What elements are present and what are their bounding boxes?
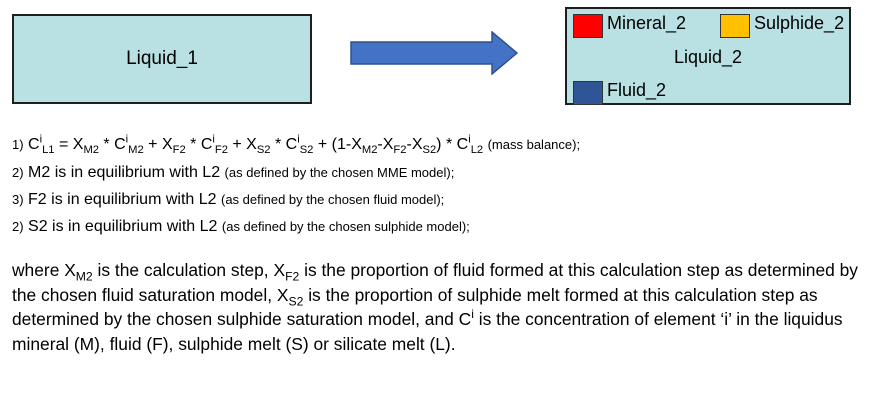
liquid-1-box: Liquid_1	[12, 14, 312, 104]
variable-definitions-paragraph: where XM2 is the calculation step, XF2 i…	[12, 260, 858, 354]
mineral-2-label: Mineral_2	[607, 13, 687, 33]
liquid-1-label: Liquid_1	[126, 48, 198, 69]
mineral-equilibrium-condition: 2) M2 is in equilibrium with L2 (as defi…	[12, 164, 455, 181]
mass-balance-equation: 1) CiL1 = XM2 * CiM2 + XF2 * CiF2 + XS2 …	[12, 133, 581, 157]
liquid-2-box: Mineral_2 Sulphide_2 Liquid_2 Fluid_2	[565, 7, 851, 105]
fluid-equilibrium-condition: 3) F2 is in equilibrium with L2 (as defi…	[12, 191, 445, 208]
fluid-swatch	[573, 81, 603, 105]
fluid-2-label: Fluid_2	[607, 80, 667, 100]
sulphide-2-label: Sulphide_2	[754, 13, 845, 33]
mineral-swatch	[573, 14, 603, 38]
sulphide-equilibrium-condition: 2) S2 is in equilibrium with L2 (as defi…	[12, 218, 470, 235]
right-arrow-icon	[350, 31, 518, 75]
sulphide-swatch	[720, 14, 750, 38]
liquid-2-label: Liquid_2	[673, 47, 743, 67]
